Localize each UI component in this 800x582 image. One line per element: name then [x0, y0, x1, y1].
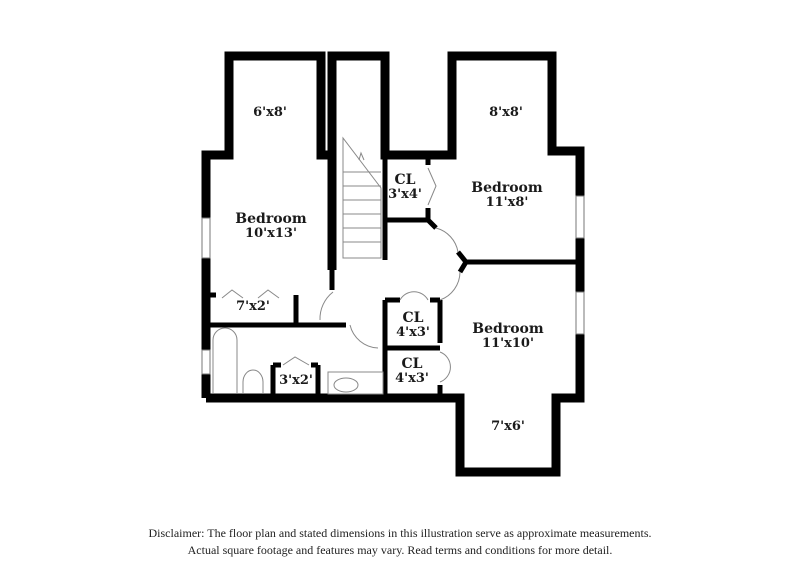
room-name: Bedroom	[471, 180, 543, 196]
room-dims: 10'x13'	[245, 226, 297, 242]
room-dims: 7'x6'	[491, 419, 525, 434]
room-name: CL	[394, 172, 416, 188]
door-swings	[221, 167, 461, 383]
staircase-icon	[342, 136, 382, 259]
room-label-alcove-left: 6'x8'	[253, 105, 287, 121]
room-label-bath-closet: 3'x2'	[279, 373, 313, 389]
disclaimer-line-1: Disclaimer: The floor plan and stated di…	[148, 526, 652, 540]
disclaimer: Disclaimer: The floor plan and stated di…	[0, 525, 800, 559]
interior-walls	[206, 155, 580, 398]
disclaimer-line-2: Actual square footage and features may v…	[187, 543, 613, 557]
windows	[201, 195, 585, 375]
room-dims: 3'x2'	[279, 373, 313, 388]
room-label-alcove-top-right: 8'x8'	[489, 105, 523, 121]
room-dims: 11'x8'	[485, 195, 529, 211]
room-name: CL	[402, 310, 424, 326]
room-dims: 8'x8'	[489, 105, 523, 120]
bath-fixtures	[212, 327, 384, 395]
room-dims: 6'x8'	[253, 105, 287, 120]
room-dims: 4'x3'	[396, 325, 430, 341]
room-dims: 3'x4'	[388, 187, 422, 203]
room-dims: 11'x10'	[482, 336, 534, 352]
room-label-alcove-bottom-right: 7'x6'	[491, 419, 525, 435]
room-dims: 4'x3'	[395, 371, 429, 387]
room-name: Bedroom	[235, 211, 307, 227]
room-name: Bedroom	[472, 321, 544, 337]
room-label-closet-left: 7'x2'	[236, 299, 270, 315]
exterior-walls	[201, 51, 585, 477]
room-name: CL	[401, 356, 423, 372]
room-dims: 7'x2'	[236, 299, 270, 314]
